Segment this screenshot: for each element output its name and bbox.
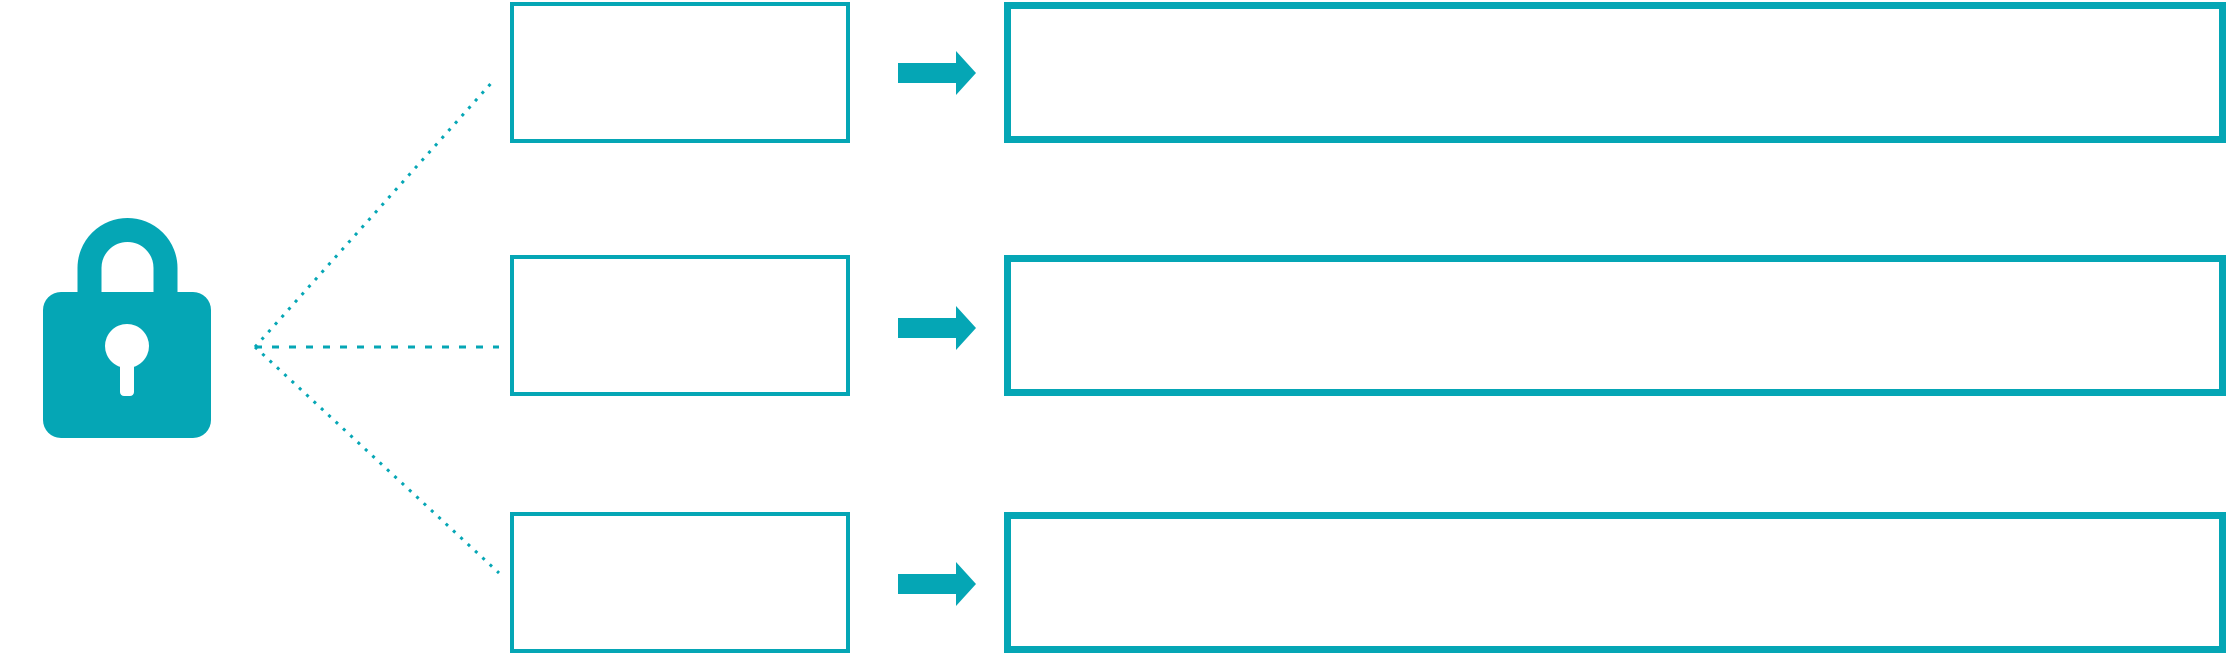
right-arrow-shape — [898, 306, 976, 350]
lock-icon — [43, 218, 211, 438]
source-box-bottom — [510, 512, 850, 653]
source-box-top — [510, 2, 850, 143]
connector-line-top — [253, 78, 496, 349]
connector-line-bottom — [253, 345, 501, 575]
target-box-top — [1004, 2, 2226, 143]
lock-shackle — [77, 218, 178, 310]
lock-keyhole-stem — [120, 346, 134, 396]
right-arrow-icon — [898, 562, 976, 606]
right-arrow-icon — [898, 51, 976, 95]
target-box-middle — [1004, 255, 2226, 396]
right-arrow-icon — [898, 306, 976, 350]
right-arrow-shape — [898, 562, 976, 606]
right-arrow-shape — [898, 51, 976, 95]
source-box-middle — [510, 255, 850, 396]
target-box-bottom — [1004, 512, 2226, 653]
